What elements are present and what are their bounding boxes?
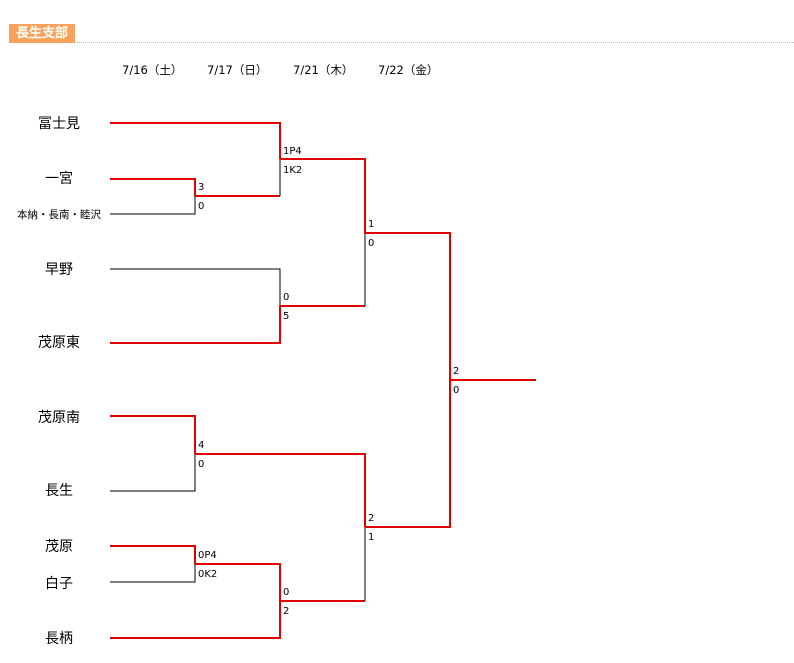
round-date-1: 7/16（土） [122, 63, 183, 77]
line-ichinomiya [110, 178, 196, 196]
section-divider [77, 42, 794, 43]
score-sf-b-bottom: 1 [368, 532, 375, 543]
score-final-top: 2 [453, 366, 460, 377]
score-r1-b-top: 4 [198, 440, 205, 451]
score-sf-a-bottom: 0 [368, 238, 375, 249]
team-mobara-minami: 茂原南 [38, 410, 80, 426]
team-ichinomiya: 一宮 [45, 171, 73, 187]
line-r2a-winner [280, 158, 366, 233]
line-r1c-winner [195, 563, 281, 601]
line-sfb-winner [365, 380, 451, 528]
line-mobara [110, 545, 196, 564]
line-shirako [110, 564, 196, 583]
team-mobara-higashi: 茂原東 [38, 335, 80, 351]
team-nagara: 長柄 [45, 631, 73, 647]
line-mobaraminami [110, 415, 196, 454]
section-title: 長生支部 [9, 24, 76, 43]
team-shirako: 白子 [45, 576, 73, 592]
round-date-3: 7/21（木） [293, 63, 354, 77]
line-r1b-winner [195, 453, 366, 527]
score-final-bottom: 0 [453, 385, 460, 396]
score-r1-b-bottom: 0 [198, 459, 205, 470]
score-r1-a-top: 3 [198, 182, 205, 193]
round-date-4: 7/22（金） [378, 63, 439, 77]
team-mobara: 茂原 [45, 539, 73, 555]
line-honno [110, 196, 196, 215]
score-r2-a-top: 1P4 [283, 146, 302, 157]
line-nagara [110, 601, 281, 639]
team-hayano: 早野 [45, 262, 73, 278]
score-r1-a-bottom: 0 [198, 201, 205, 212]
score-r2-b-top: 0 [283, 292, 290, 303]
score-r1-c-top: 0P4 [198, 550, 217, 561]
line-chosei [110, 454, 196, 492]
team-fujimi: 冨士見 [38, 116, 80, 132]
score-r2-c-bottom: 2 [283, 606, 290, 617]
line-fujimi [110, 122, 281, 159]
team-honno-chonan-mutsuzawa: 本納・長南・睦沢 [17, 209, 101, 221]
score-sf-b-top: 2 [368, 513, 375, 524]
line-mobarahigashi [110, 306, 281, 344]
team-chosei: 長生 [45, 483, 73, 499]
score-r2-a-bottom: 1K2 [283, 165, 303, 176]
score-sf-a-top: 1 [368, 219, 375, 230]
score-r1-c-bottom: 0K2 [198, 569, 218, 580]
line-sfa-winner [365, 232, 451, 380]
line-hayano [110, 268, 281, 306]
score-r2-b-bottom: 5 [283, 311, 290, 322]
score-r2-c-top: 0 [283, 587, 290, 598]
round-date-2: 7/17（日） [207, 63, 268, 77]
